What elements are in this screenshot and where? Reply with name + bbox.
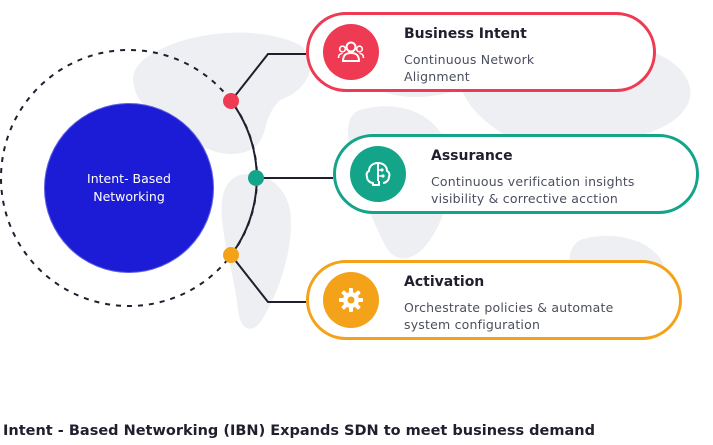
gear-icon	[323, 272, 379, 328]
dot-activation	[223, 247, 239, 263]
business-intent-description: Continuous Network Alignment	[404, 52, 535, 84]
business-intent-title: Business Intent	[404, 26, 527, 42]
activation-card: Activation Orchestrate policies & automa…	[306, 260, 682, 340]
business-intent-card: Business Intent Continuous Network Align…	[306, 12, 656, 92]
center-label: Intent- Based Networking	[87, 171, 171, 204]
brain-icon	[350, 146, 406, 202]
caption: Intent - Based Networking (IBN) Expands …	[3, 423, 595, 439]
assurance-description: Continuous verification insights visibil…	[431, 174, 635, 206]
users-icon	[323, 24, 379, 80]
activation-title: Activation	[404, 274, 485, 290]
assurance-card: Assurance Continuous verification insigh…	[333, 134, 699, 214]
dot-business	[223, 93, 239, 109]
activation-description: Orchestrate policies & automate system c…	[404, 300, 614, 332]
dot-assurance	[248, 170, 264, 186]
connector-business	[230, 53, 306, 102]
assurance-title: Assurance	[431, 148, 513, 164]
connector-activation	[230, 254, 306, 303]
intent-based-networking-circle: Intent- Based Networking	[44, 103, 214, 273]
